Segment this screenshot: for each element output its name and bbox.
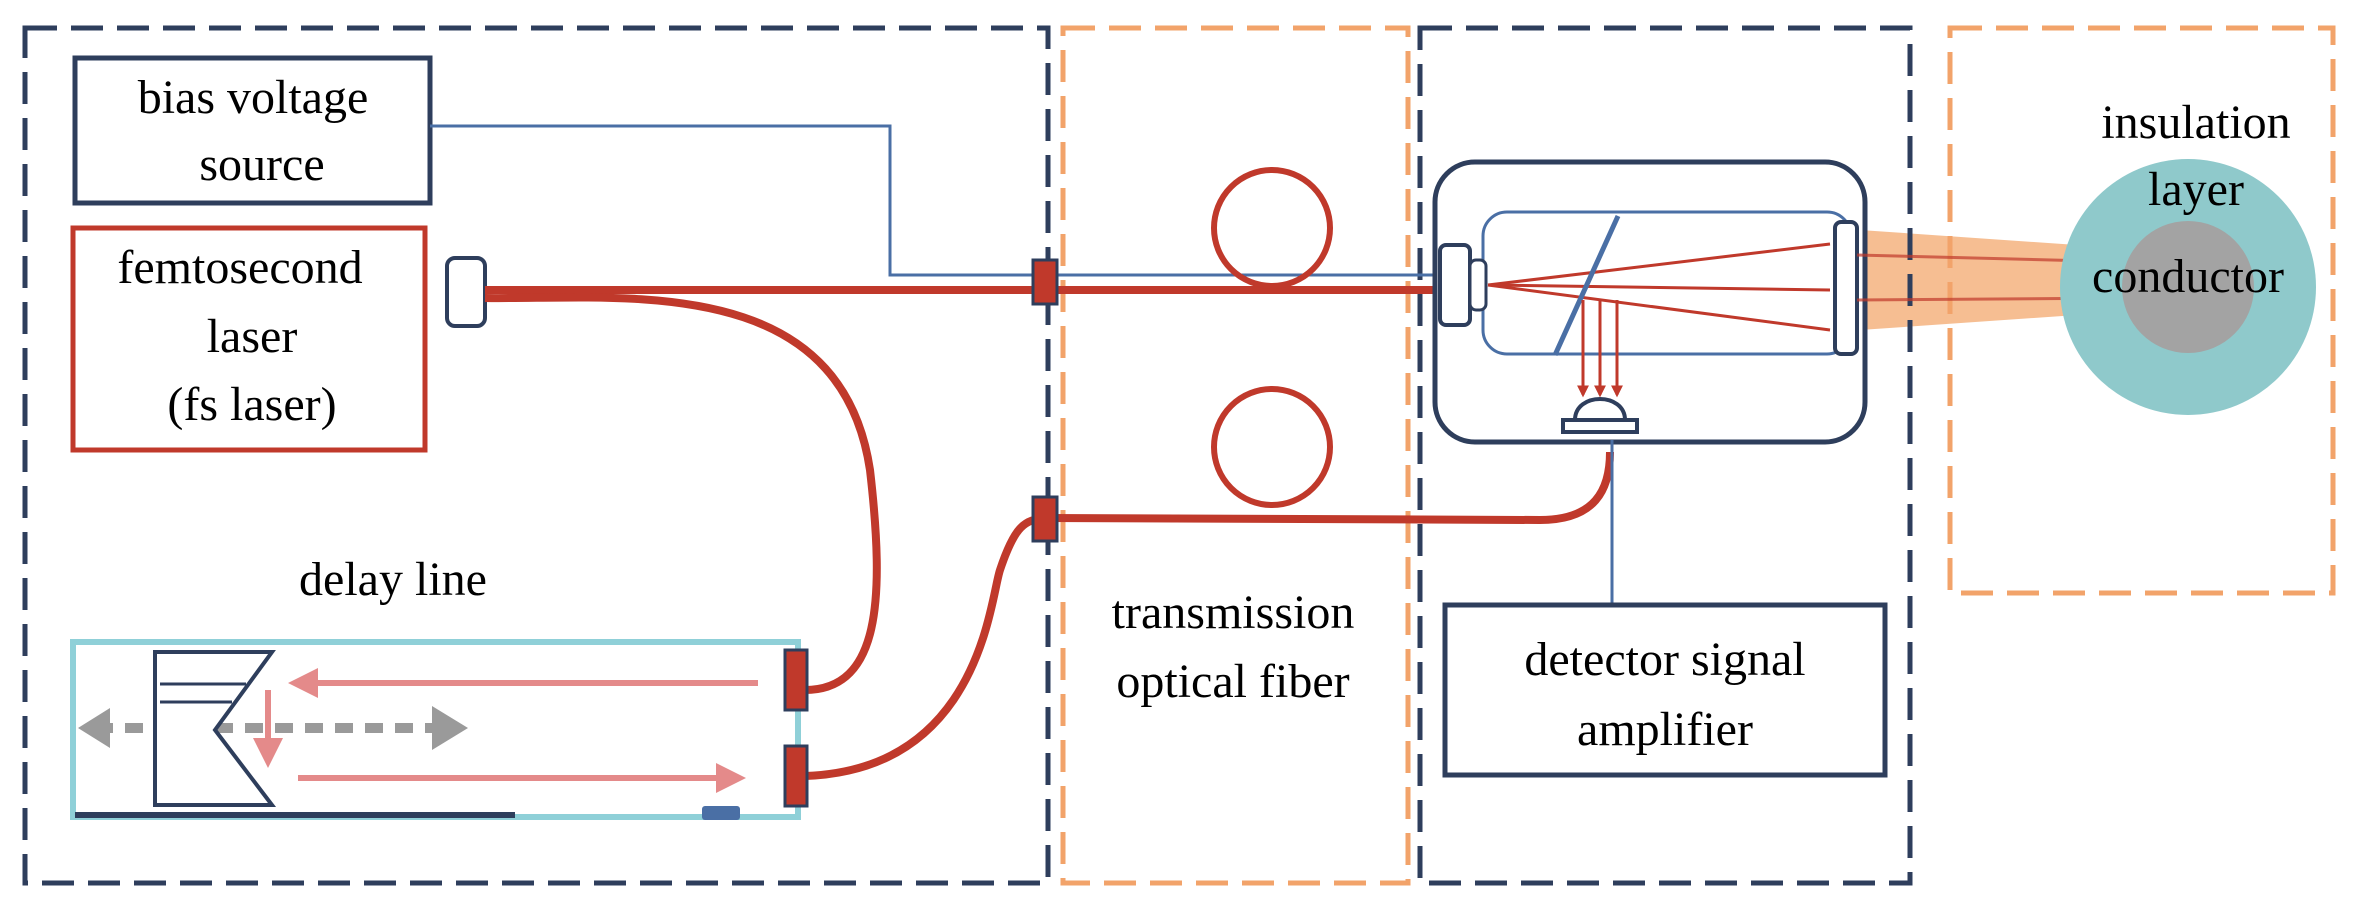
detector-signal-amplifier-box — [1442, 602, 1888, 778]
conductor-core — [2122, 221, 2254, 353]
amplifier-label-line2: amplifier — [1577, 703, 1753, 756]
beam-splitter — [1552, 214, 1621, 357]
probe-head-inner — [1481, 210, 1853, 356]
delay-input-port — [783, 648, 809, 712]
delay-input-fiber — [484, 293, 881, 694]
amplifier-label-line1: detector signal — [1524, 633, 1805, 686]
laser-label-line3: (fs laser) — [167, 378, 336, 431]
delay-scan-arrow-left — [78, 708, 110, 748]
photodetector-dome — [1572, 397, 1628, 422]
bias-voltage-label-line2: source — [199, 138, 324, 191]
laser-label-line1: femtosecond — [117, 241, 362, 294]
internal-beam-3 — [1487, 283, 1831, 332]
insulation-label-line2: layer — [2148, 163, 2244, 216]
delay-scan-arrow-right — [432, 706, 468, 750]
bias-wire — [430, 124, 1435, 277]
emitter-antenna — [1468, 258, 1488, 312]
emitter-lens — [1438, 243, 1472, 327]
delay-stage-motor — [702, 806, 740, 820]
conductor-label: conductor — [2092, 250, 2284, 303]
output-window — [1833, 220, 1859, 356]
fiber-connector-lower — [1031, 495, 1059, 543]
thz-beam — [1860, 230, 2120, 330]
delay-output-port — [783, 744, 809, 808]
internal-beam-2 — [1487, 283, 1831, 292]
fiber-label-line2: optical fiber — [1116, 655, 1349, 708]
bias-voltage-label-line1: bias voltage — [138, 71, 369, 124]
delay-line-base — [75, 812, 515, 818]
fiber-label-line1: transmission — [1112, 586, 1355, 639]
fiber-module-frame — [1060, 25, 1411, 886]
sample-module-frame — [1947, 25, 2336, 596]
insulation-label-line1: insulation — [2101, 96, 2290, 149]
delay-line-label: delay line — [299, 553, 487, 606]
delay-output-fiber — [804, 514, 1046, 780]
internal-beam-1 — [1487, 242, 1831, 287]
fiber-coil-upper — [1211, 167, 1333, 289]
bias-voltage-source-box — [72, 55, 433, 206]
source-module-frame — [22, 25, 1051, 886]
photodetector-base — [1561, 418, 1639, 434]
fiber-coil-lower — [1211, 386, 1333, 508]
retroreflector — [153, 650, 277, 807]
detector-module-frame — [1417, 25, 1913, 886]
probe-fiber — [1044, 451, 1614, 525]
fiber-connector-upper — [1031, 258, 1059, 306]
femtosecond-laser-box — [70, 225, 428, 453]
laser-coupler — [445, 256, 487, 328]
laser-label-line2: laser — [207, 310, 298, 363]
